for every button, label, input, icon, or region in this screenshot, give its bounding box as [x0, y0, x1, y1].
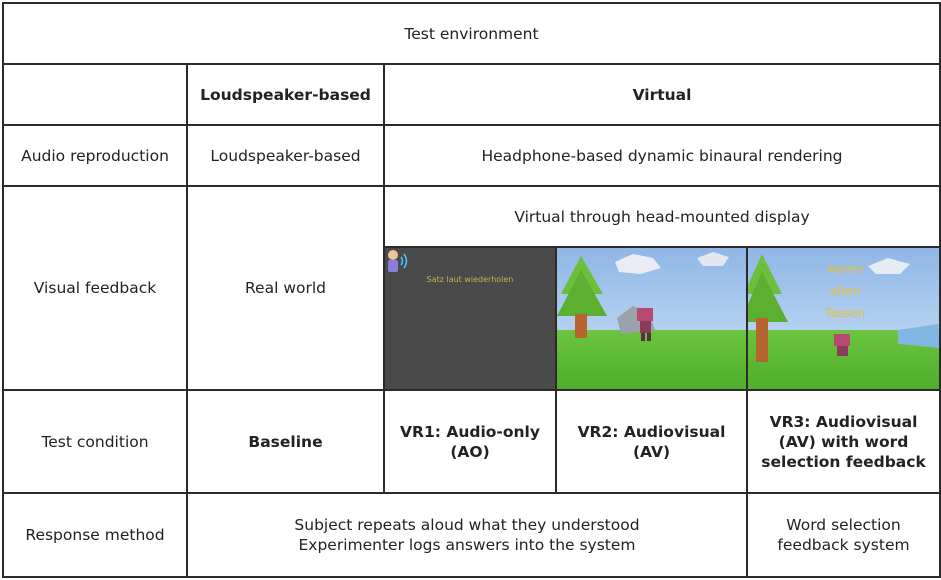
condition-vr2-line: VR2: Audiovisual: [577, 422, 726, 441]
robot-icon: [834, 334, 850, 356]
response-shared-line: Experimenter logs answers into the syste…: [298, 536, 636, 554]
audio-row: Audio reproduction Loudspeaker-based Hea…: [2, 124, 941, 187]
condition-vr1-line: VR1: Audio-only: [400, 422, 540, 441]
vr3-screenshot-cell: waren alten Tassen: [745, 246, 941, 391]
condition-vr2-cell: VR2: Audiovisual (AV): [555, 389, 748, 494]
vr2-scene-graphics: [558, 252, 729, 341]
speaking-avatar-icon: [388, 250, 408, 272]
vr3-screenshot: waren alten Tassen: [749, 249, 939, 388]
word-selection-list: waren alten Tassen: [820, 258, 870, 324]
vr2-screenshot: [558, 249, 745, 388]
table-title: Test environment: [1, 2, 941, 65]
word-option[interactable]: Tassen: [824, 306, 866, 320]
vr1-caption: Satz laut wiederholen: [426, 275, 514, 284]
condition-vr3-line: VR3: Audiovisual: [769, 412, 918, 431]
audio-virtual-cell: Headphone-based dynamic binaural renderi…: [382, 124, 941, 187]
column-header-virtual: Virtual: [382, 63, 941, 126]
condition-vr3-line: (AV) with word: [778, 432, 909, 451]
tree-icon: [558, 256, 607, 338]
condition-vr2-line: (AV): [632, 442, 671, 461]
visual-virtual-cell: Virtual through head-mounted display: [382, 185, 941, 248]
robot-icon: [637, 308, 653, 341]
word-option[interactable]: waren: [826, 262, 864, 276]
condition-vr1-line: (AO): [450, 442, 490, 461]
response-vr3-line: Word selection: [786, 516, 901, 534]
tree-icon: [749, 254, 788, 362]
condition-baseline-cell: Baseline: [186, 389, 385, 494]
condition-row-label: Test condition: [2, 389, 188, 494]
response-shared-line: Subject repeats aloud what they understo…: [294, 516, 640, 534]
condition-vr3-cell: VR3: Audiovisual (AV) with word selectio…: [745, 389, 941, 494]
condition-vr3-line: selection feedback: [761, 452, 926, 471]
response-row-label: Response method: [2, 492, 188, 578]
cloud-icon: [868, 258, 910, 274]
visual-row-top: Visual feedback Real world Virtual throu…: [2, 185, 941, 391]
audio-row-label: Audio reproduction: [2, 124, 188, 187]
vr1-screenshot: Satz laut wiederholen: [386, 249, 554, 388]
condition-vr1-cell: VR1: Audio-only (AO): [383, 389, 557, 494]
audio-loudspeaker-cell: Loudspeaker-based: [186, 124, 385, 187]
vr2-screenshot-cell: [555, 246, 748, 391]
vr3-scene-graphics: [749, 254, 939, 362]
response-row: Response method Subject repeats aloud wh…: [2, 492, 941, 578]
response-vr3-cell: Word selection feedback system: [745, 492, 941, 578]
word-option[interactable]: alten: [829, 284, 861, 298]
empty-corner-cell: [2, 63, 188, 126]
column-header-loudspeaker: Loudspeaker-based: [186, 63, 385, 126]
response-shared-cell: Subject repeats aloud what they understo…: [186, 492, 748, 578]
response-vr3-line: feedback system: [777, 536, 910, 554]
cloud-icon: [615, 252, 729, 274]
vr1-screenshot-cell: Satz laut wiederholen: [383, 246, 557, 391]
column-header-row: Loudspeaker-based Virtual: [2, 63, 941, 126]
visual-row-label: Visual feedback: [2, 185, 188, 391]
visual-loudspeaker-cell: Real world: [186, 185, 385, 391]
visual-row-images: Satz laut wiederholen: [3, 246, 941, 391]
title-row: Test environment: [1, 2, 941, 65]
grass: [558, 329, 745, 388]
condition-row: Test condition Baseline VR1: Audio-only …: [2, 389, 941, 494]
